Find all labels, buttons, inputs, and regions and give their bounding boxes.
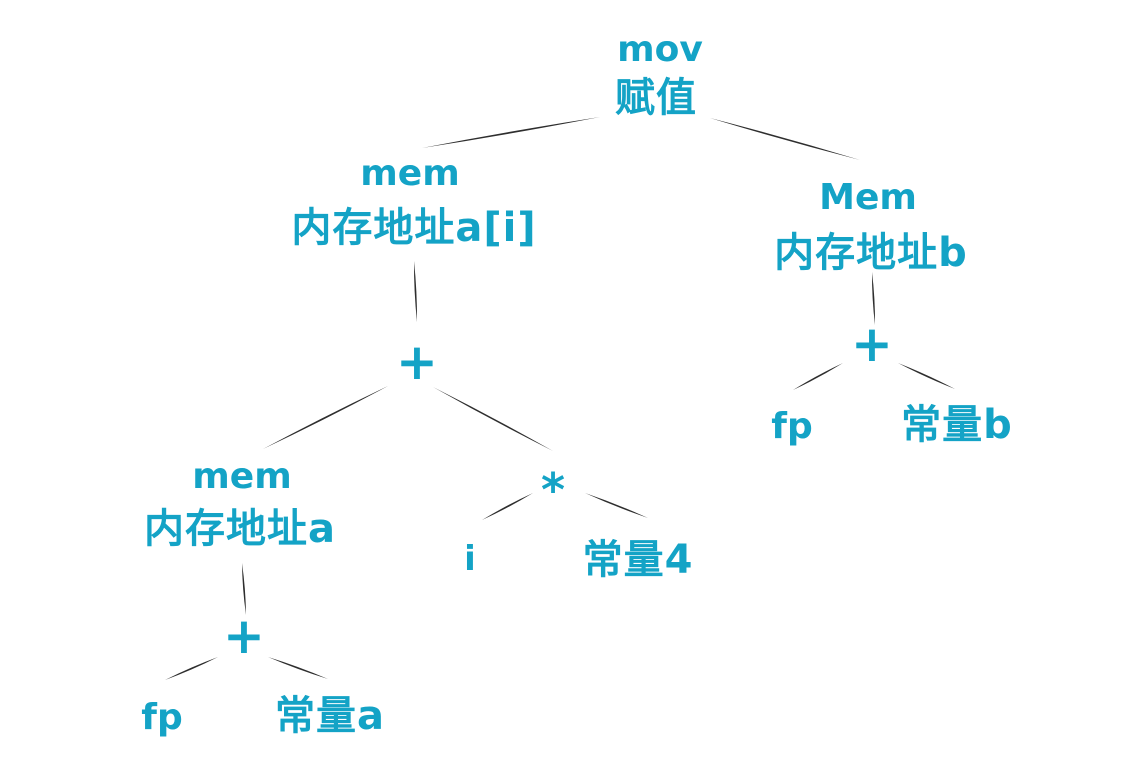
tree-edge [433, 387, 553, 451]
tree-edge [482, 493, 533, 520]
tree-edge [268, 657, 328, 679]
index-i-label: i [464, 539, 476, 579]
tree-edge [871, 272, 876, 325]
const-b-label: 常量b [901, 402, 1013, 448]
src-op-label: Mem [819, 177, 917, 218]
root-cn-label: 赋值 [615, 75, 697, 121]
dst-op-label: mem [360, 153, 460, 194]
tree-edge [710, 118, 860, 160]
plus-a-label: + [223, 607, 265, 665]
mem-a-op-label: mem [192, 456, 292, 497]
tree-edge [898, 363, 955, 389]
const-a-label: 常量a [275, 693, 385, 739]
fp-b-label: fp [771, 406, 813, 447]
tree-edge [793, 363, 843, 390]
plus-b-label: + [851, 315, 893, 373]
tree-edge [165, 657, 218, 680]
plus-ai-label: + [396, 333, 438, 391]
fp-a-label: fp [141, 697, 183, 738]
src-cn-label: 内存地址b [774, 230, 968, 276]
dst-cn-label: 内存地址a[i] [291, 205, 537, 251]
tree-edge [242, 563, 246, 615]
star-label: * [540, 463, 566, 517]
tree-edge [263, 386, 388, 449]
root-op-label: mov [617, 29, 703, 70]
tree-edge [422, 117, 600, 148]
const-4-label: 常量4 [582, 537, 694, 583]
mem-a-cn-label: 内存地址a [144, 506, 336, 552]
tree-edge [585, 493, 648, 518]
tree-edge [413, 261, 418, 322]
